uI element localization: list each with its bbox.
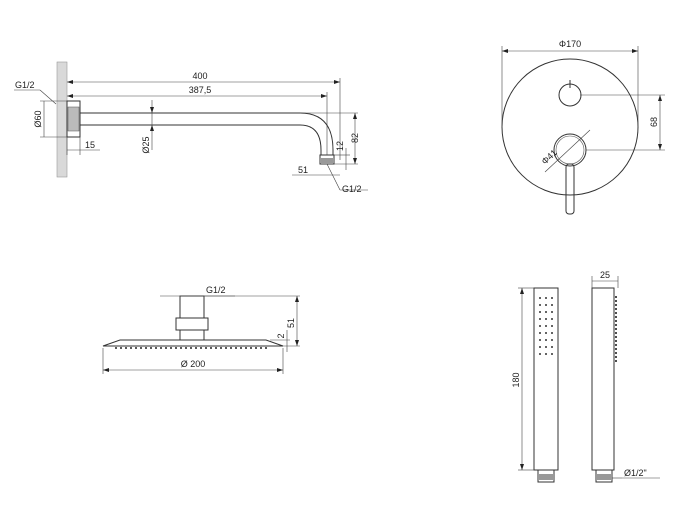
label-half-inch: Ø1/2" [624,468,647,478]
label-head-thread: G1/2 [206,285,226,295]
arrow [150,125,154,131]
handshower-front [533,287,559,471]
head-plate [102,339,284,347]
dim-label-25: Ø25 [141,136,151,153]
leader-g12-outlet [326,163,341,191]
arrow [520,288,524,294]
dim-label-170: Φ170 [559,39,581,49]
handshower-side-thread [597,474,611,480]
arrow [150,107,154,113]
mixer-knob-inner [555,135,585,165]
dim-label-400: 400 [192,71,207,81]
dim-line-41 [544,129,591,173]
dim-label-387: 387,5 [189,85,212,95]
handshower-side [591,287,615,471]
dim-label-12: 12 [335,141,345,151]
arrow [321,94,327,98]
dim-label-68: 68 [649,117,659,127]
arrow [295,296,299,302]
arm-tube-top [80,112,334,155]
handshower-front-connector [537,469,555,483]
arrow [277,368,283,372]
arrow [353,113,357,119]
arrow [632,49,638,53]
wall-flange [66,100,81,138]
dim-label-82: 82 [350,133,360,143]
wall-section [56,61,68,178]
shower-head-view: G1/2 51 2 Ø 200 [102,285,300,374]
shower-arm-view: 400 387,5 G1/2 Ø60 15 Ø25 12 [14,61,368,194]
arrow [658,144,662,150]
head-joint [179,329,205,341]
label-thread-outlet: G1/2 [342,184,362,194]
arrow [520,464,524,470]
dim-label-60: Ø60 [33,110,43,127]
dim-label-head-51: 51 [286,318,296,328]
arrow [67,94,73,98]
dim-label-25hs: 25 [600,270,610,280]
handshower-front-thread [539,474,553,480]
arm-outlet-thread [321,158,333,163]
head-nut [175,317,209,331]
flange-thread [67,106,80,132]
hand-shower-view: 180 25 Ø1/2" [511,270,660,483]
dim-label-15: 15 [85,140,95,150]
head-connector [179,295,205,319]
mixer-handle [565,163,575,215]
handshower-nozzles [539,297,553,355]
dim-label-head-2: 2 [276,333,286,338]
arrow [103,368,109,372]
arrow [334,80,340,84]
cover-plate [501,58,639,196]
leader-g12-left-2 [39,89,57,105]
arm-tube-bottom [80,124,322,155]
dim-label-200: Ø 200 [181,359,206,369]
arrow [353,158,357,164]
handshower-side-connector [595,469,613,483]
arrow [67,80,73,84]
arrow [502,49,508,53]
arrow [295,340,299,346]
arrow [658,95,662,101]
label-thread-left: G1/2 [15,80,35,90]
dim-label-180: 180 [511,372,521,387]
dim-label-51: 51 [298,165,308,175]
mixer-knob [553,133,587,167]
mixer-plate-view: Φ170 68 Φ41 [501,39,665,215]
